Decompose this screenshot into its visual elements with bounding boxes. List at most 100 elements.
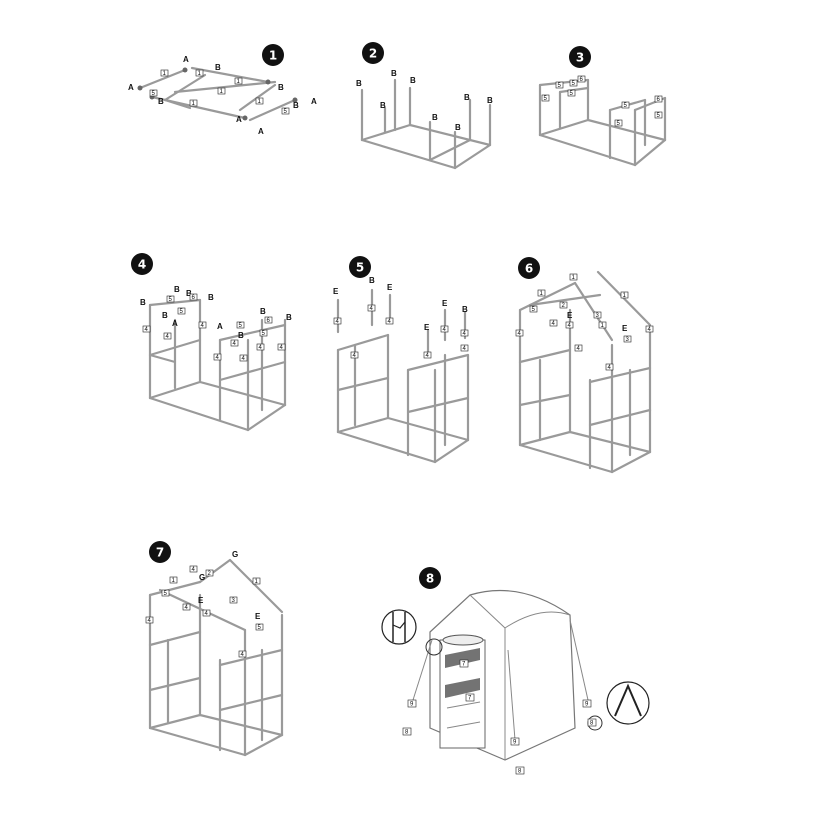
part-number: 1 xyxy=(163,71,167,77)
part-number: 4 xyxy=(242,356,246,362)
part-number: 9 xyxy=(410,702,414,708)
label-letter: B xyxy=(293,101,299,110)
part-number: 5 xyxy=(570,91,574,97)
part-number: 4 xyxy=(216,355,220,361)
part-number: 4 xyxy=(370,306,374,312)
part-number: 8 xyxy=(405,730,409,736)
part-number: 5 xyxy=(657,113,661,119)
label-letter: E xyxy=(255,612,261,621)
step-7-letters: G G E E xyxy=(198,550,261,621)
detail-circle-zip xyxy=(381,609,417,645)
step-2-letters: B B B B B B B B xyxy=(356,69,493,132)
part-number: 1 xyxy=(192,101,196,107)
label-letter: G xyxy=(232,550,238,559)
step-1-part-boxes: 1 1 1 5 1 1 1 5 xyxy=(149,69,290,115)
part-number: 4 xyxy=(568,323,572,329)
label-letter: B xyxy=(432,113,438,122)
step-3-part-boxes: 5 5 5 6 5 5 5 6 5 xyxy=(541,75,663,127)
part-number: 3 xyxy=(626,337,630,343)
part-number: 4 xyxy=(463,346,467,352)
step-6: 6 E E 1 1 xyxy=(515,257,654,474)
part-number: 1 xyxy=(237,79,241,85)
step-2-frame xyxy=(360,78,492,170)
part-number: 4 xyxy=(280,345,284,351)
part-number: 1 xyxy=(220,89,224,95)
label-letter: A xyxy=(183,55,189,64)
step-5-number: 5 xyxy=(356,261,364,275)
step-6-number: 6 xyxy=(525,262,533,276)
step-4: 4 B B B B B A B A xyxy=(131,253,292,432)
step-8: 8 xyxy=(381,567,650,775)
label-letter: A xyxy=(128,83,134,92)
part-number: 7 xyxy=(462,662,466,668)
part-number: 6 xyxy=(192,295,196,301)
part-number: 7 xyxy=(468,696,472,702)
label-letter: E xyxy=(198,596,204,605)
ground-stakes xyxy=(412,619,589,741)
step-2-badge: 2 xyxy=(362,42,384,64)
label-letter: B xyxy=(238,331,244,340)
label-letter: B xyxy=(174,285,180,294)
part-number: 5 xyxy=(284,109,288,115)
part-number: 4 xyxy=(185,605,189,611)
part-number: 2 xyxy=(562,303,566,309)
step-4-badge: 4 xyxy=(131,253,153,275)
label-letter: B xyxy=(260,307,266,316)
step-1-pipes xyxy=(138,66,297,122)
label-letter: B xyxy=(391,69,397,78)
part-number: 6 xyxy=(580,77,584,83)
part-number: 9 xyxy=(585,702,589,708)
part-number: 5 xyxy=(624,103,628,109)
part-number: 1 xyxy=(172,578,176,584)
label-letter: B xyxy=(140,298,146,307)
step-1-letters: A A B B A B B A A xyxy=(128,55,317,136)
part-number: 4 xyxy=(205,611,209,617)
step-3: 3 5 5 5 6 5 5 5 6 5 xyxy=(538,46,667,167)
step-7-badge: 7 xyxy=(149,541,171,563)
part-number: 4 xyxy=(145,327,149,333)
label-letter: A xyxy=(311,97,317,106)
part-number: 5 xyxy=(258,625,262,631)
part-number: 1 xyxy=(601,323,605,329)
part-number: 5 xyxy=(558,83,562,89)
label-letter: E xyxy=(442,299,448,308)
step-7: 7 G G E E xyxy=(145,541,284,757)
part-number: 1 xyxy=(258,99,262,105)
step-6-frame xyxy=(518,270,652,474)
part-number: 6 xyxy=(657,97,661,103)
part-number: 4 xyxy=(426,353,430,359)
label-letter: B xyxy=(455,123,461,132)
step-2-number: 2 xyxy=(369,47,377,61)
part-number: 2 xyxy=(208,571,212,577)
label-letter: B xyxy=(369,276,375,285)
step-8-number: 8 xyxy=(426,572,434,586)
step-5-badge: 5 xyxy=(349,256,371,278)
part-number: 5 xyxy=(152,91,156,97)
detail-circle-stake xyxy=(606,681,650,725)
step-8-part-boxes: 7 7 9 8 9 8 9 8 xyxy=(402,659,597,775)
label-letter: A xyxy=(258,127,264,136)
label-letter: A xyxy=(236,115,242,124)
part-number: 1 xyxy=(623,293,627,299)
step-4-letters: B B B B B A B A B B xyxy=(140,285,292,340)
label-letter: E xyxy=(333,287,339,296)
step-1-joints xyxy=(137,67,298,121)
part-number: 4 xyxy=(463,331,467,337)
part-number: 5 xyxy=(239,323,243,329)
step-5-letters: E B E E E B xyxy=(333,276,468,332)
part-number: 4 xyxy=(552,321,556,327)
step-8-badge: 8 xyxy=(419,567,441,589)
part-number: 4 xyxy=(577,346,581,352)
part-number: 4 xyxy=(648,327,652,333)
label-letter: E xyxy=(424,323,430,332)
part-number: 5 xyxy=(617,121,621,127)
label-letter: B xyxy=(162,311,168,320)
step-1-badge: 1 xyxy=(262,44,284,66)
part-number: 4 xyxy=(259,345,263,351)
step-1: 1 A A B B A B B A A 1 xyxy=(128,44,317,136)
step-7-frame xyxy=(148,558,284,757)
part-number: 4 xyxy=(166,334,170,340)
label-letter: B xyxy=(158,97,164,106)
step-2: 2 B B B B B B B B xyxy=(356,42,493,170)
